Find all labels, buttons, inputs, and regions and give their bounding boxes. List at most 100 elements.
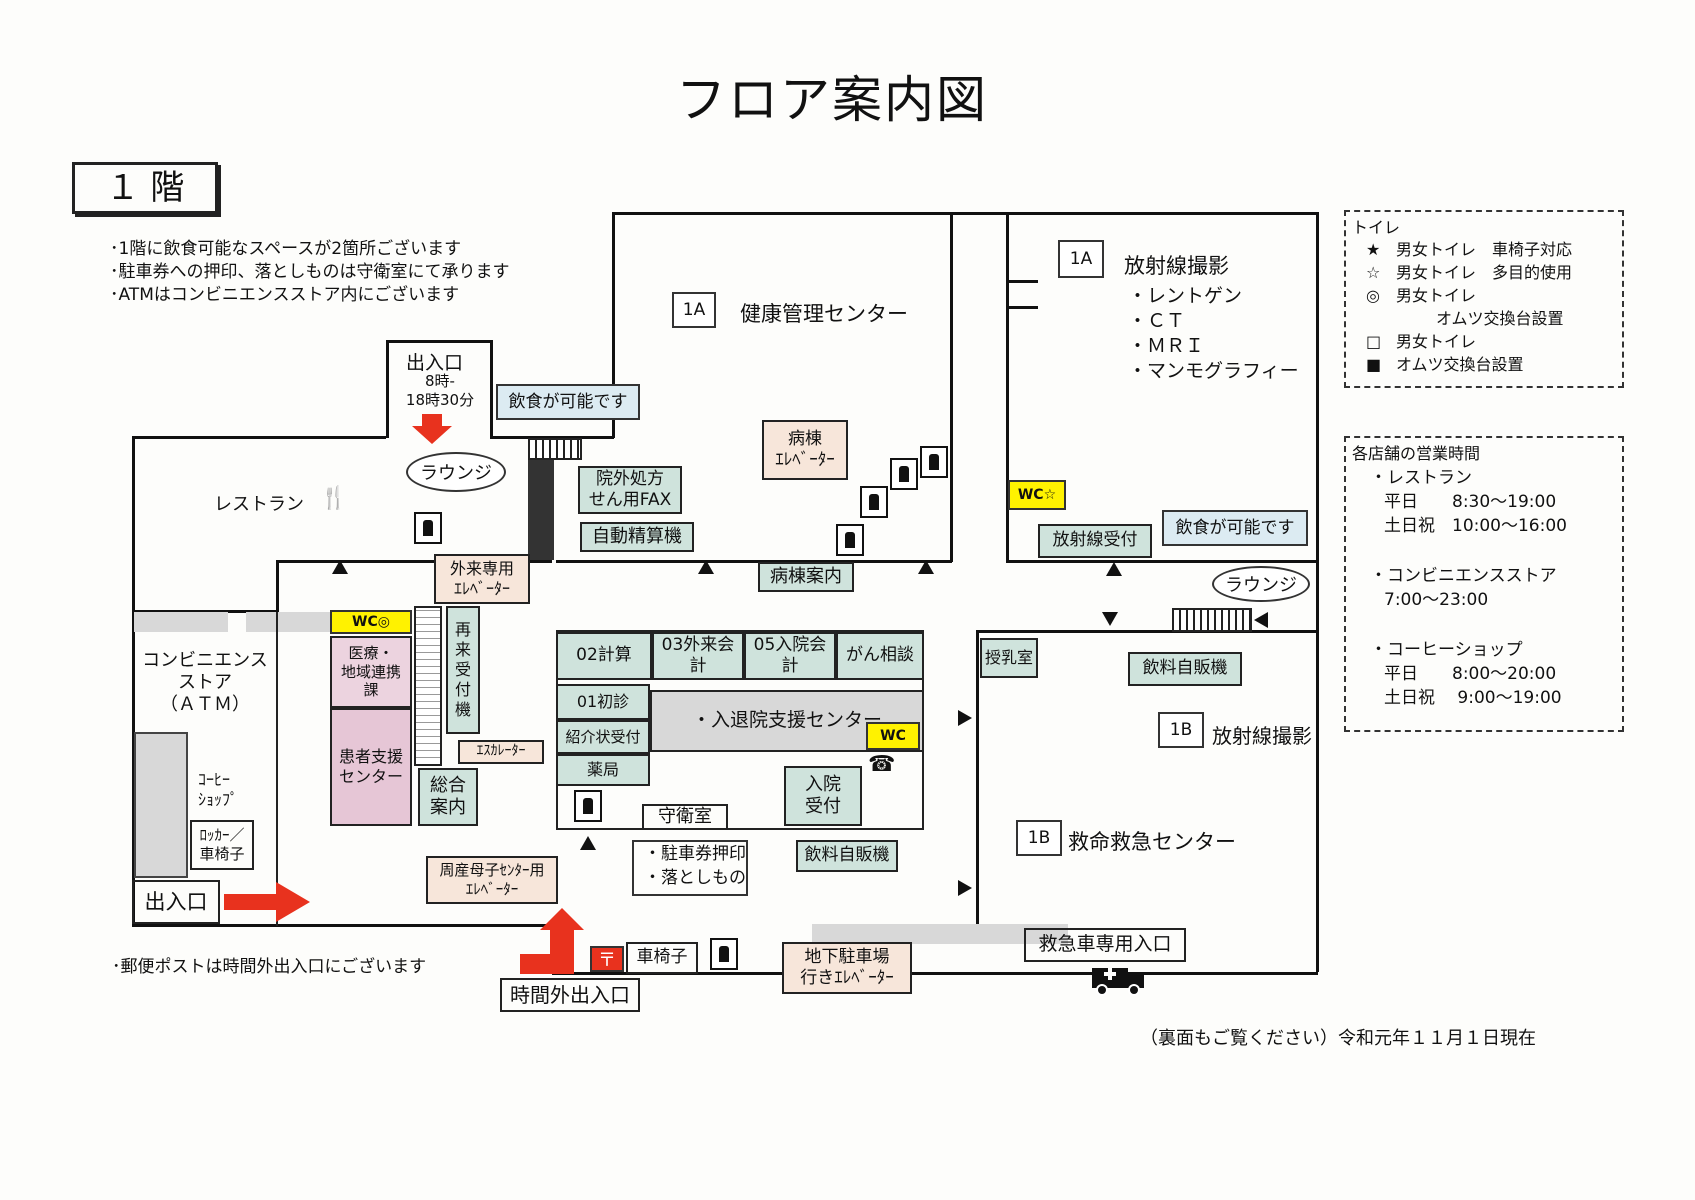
fork-knife-icon: 🍴 <box>320 486 348 511</box>
top-entrance-hours: 8時- 18時30分 <box>405 372 475 409</box>
notes: ･1階に飲食可能なスペースが2箇所ございます ･駐車券への押印、落としものは守衛… <box>110 238 510 307</box>
note-item: ･駐車券への押印、落としものは守衛室にて承ります <box>110 262 510 282</box>
radiology-1a-label: 放射線撮影 <box>1124 254 1229 278</box>
lounge-left: ラウンジ <box>406 452 506 492</box>
eating-ok-callout-right: 飲食が可能です <box>1162 510 1308 546</box>
referral-reception: 紹介状受付 <box>556 720 650 754</box>
legend-item: □男女トイレ <box>1366 332 1477 351</box>
ambulance-icon <box>1092 968 1144 996</box>
footer-note: （裏面もご覧ください）令和元年１１月１日現在 <box>1140 1028 1536 1049</box>
wc-multipurpose: WC☆ <box>1008 480 1066 510</box>
general-info: 総合 案内 <box>418 768 478 826</box>
radiology-reception: 放射線受付 <box>1038 524 1152 558</box>
wc-plain: WC <box>866 722 920 750</box>
restaurant-label: レストラン <box>214 494 304 515</box>
postbox-note: ･郵便ポストは時間外出入口にございます <box>112 957 427 977</box>
outside-rx-fax: 院外処方 せん用FAX <box>578 466 682 514</box>
after-hours-entrance: 時間外出入口 <box>500 978 640 1012</box>
star-outline-icon: ☆ <box>1366 263 1381 282</box>
radiology-item: ・ＭＲＩ <box>1128 335 1205 357</box>
escalator <box>414 606 442 766</box>
basement-elevator-icon <box>710 938 738 970</box>
coffee-weekend: 土日祝 9:00～19:00 <box>1384 688 1562 708</box>
patient-support-center: 患者支援 センター <box>330 708 412 826</box>
store-hours-title: 各店舗の営業時間 <box>1352 444 1481 463</box>
legend-item: ■オムツ交換台設置 <box>1366 355 1524 374</box>
arrow-right-icon <box>224 882 310 922</box>
radiology-1b-badge: 1B <box>1158 712 1204 748</box>
eating-ok-callout-left: 飲食が可能です <box>496 384 640 420</box>
radiology-item: ・マンモグラフィー <box>1128 360 1299 382</box>
ward-info: 病棟案内 <box>758 562 854 592</box>
ward-elevator-icon <box>836 524 864 556</box>
drink-vending-right: 飲料自販機 <box>1128 652 1242 686</box>
auto-payment-machine: 自動精算機 <box>580 522 694 552</box>
toilet-legend: トイレ ★男女トイレ 車椅子対応 ☆男女トイレ 多目的使用 ◎男女トイレ オムツ… <box>1344 210 1624 388</box>
maternity-elevator-label: 周産母子ｾﾝﾀｰ用 ｴﾚﾍﾞｰﾀｰ <box>426 856 558 904</box>
page-title: フロア案内図 <box>676 71 988 129</box>
counter-02-calc: 02計算 <box>556 632 652 680</box>
convenience-hours: 7:00～23:00 <box>1384 590 1489 610</box>
top-entrance-label: 出入口 <box>406 352 464 374</box>
locker-wheelchair: ﾛｯｶｰ／ 車椅子 <box>190 820 254 870</box>
left-entrance: 出入口 <box>132 880 220 924</box>
er-label: 救命救急センター <box>1068 830 1236 854</box>
lounge-right: ラウンジ <box>1212 566 1310 602</box>
counter-01-first-visit: 01初診 <box>556 684 650 720</box>
radiology-1a-badge: 1A <box>1058 240 1104 278</box>
counter-03-outpatient: 03外来会計 <box>652 632 744 680</box>
medical-liaison: 医療・ 地域連携 課 <box>330 636 412 708</box>
er-badge: 1B <box>1016 820 1062 856</box>
revisit-reception-machine: 再 来 受 付 機 <box>446 606 480 734</box>
restaurant-hours-name: ・レストラン <box>1370 468 1472 488</box>
wheelchair-spot: 車椅子 <box>626 942 698 974</box>
floor-badge-label: １ 階 <box>105 168 185 208</box>
convenience-store-label: コンビニエンス ストア （ＡＴＭ） <box>142 650 268 715</box>
nursing-room: 授乳室 <box>980 638 1038 678</box>
radiology-item: ・ＣＴ <box>1128 310 1186 332</box>
arrow-up-right-icon <box>520 908 584 974</box>
square-filled-icon: ■ <box>1366 355 1382 374</box>
star-filled-icon: ★ <box>1366 240 1381 259</box>
pharmacy: 薬局 <box>556 754 650 786</box>
radiology-1b-label: 放射線撮影 <box>1212 724 1312 748</box>
admission-support-center: ・入退院支援センター <box>650 690 924 752</box>
outpatient-elevator-icon <box>414 512 442 544</box>
coffee-shop-label: ｺｰﾋｰ ｼｮｯﾌﾟ <box>198 770 239 809</box>
maternity-elevator-icon <box>574 790 602 822</box>
double-circle-icon: ◎ <box>1366 286 1380 305</box>
note-item: ･ATMはコンビニエンスストア内にございます <box>110 285 460 305</box>
ambulance-entrance: 救急車専用入口 <box>1024 928 1186 962</box>
radiology-items: ・レントゲン ・ＣＴ ・ＭＲＩ ・マンモグラフィー <box>1128 284 1299 384</box>
convenience-hours-name: ・コンビニエンスストア <box>1370 566 1557 586</box>
telephone-icon: ☎ <box>868 752 896 777</box>
note-item: ･1階に飲食可能なスペースが2箇所ございます <box>110 239 462 259</box>
restaurant-weekday: 平日 8:30～19:00 <box>1384 492 1557 512</box>
stairs-left <box>528 438 582 460</box>
basement-parking-elevator-label: 地下駐車場 行きｴﾚﾍﾞｰﾀｰ <box>782 942 912 994</box>
coffee-weekday: 平日 8:00～20:00 <box>1384 664 1557 684</box>
stairs-right <box>1172 608 1252 632</box>
store-hours: 各店舗の営業時間 ・レストラン 平日 8:30～19:00 土日祝 10:00～… <box>1344 436 1624 732</box>
radiology-item: ・レントゲン <box>1128 285 1243 307</box>
guard-service-item: ・落としもの <box>644 868 746 888</box>
ward-elevator-icon <box>860 486 888 518</box>
health-center-badge: 1A <box>672 292 716 328</box>
admission-reception: 入院 受付 <box>784 766 862 826</box>
ward-elevator-label: 病棟 ｴﾚﾍﾞｰﾀｰ <box>762 420 848 480</box>
legend-item: ★男女トイレ 車椅子対応 <box>1366 240 1573 259</box>
toilet-legend-title: トイレ <box>1352 218 1401 237</box>
square-outline-icon: □ <box>1366 332 1382 351</box>
coffee-hours-name: ・コーヒーショップ <box>1370 640 1523 660</box>
restaurant-weekend: 土日祝 10:00～16:00 <box>1384 516 1567 536</box>
guard-room: 守衛室 <box>642 804 728 830</box>
floor-badge: １ 階 <box>72 162 218 214</box>
ward-elevator-icon <box>920 446 948 478</box>
legend-item: ☆男女トイレ 多目的使用 <box>1366 263 1573 282</box>
legend-item: ◎男女トイレ <box>1366 286 1477 305</box>
outpatient-elevator-label: 外来専用 ｴﾚﾍﾞｰﾀｰ <box>434 554 530 604</box>
wc-omutsu: WC◎ <box>330 610 412 634</box>
postbox-icon: 〒 <box>590 946 624 972</box>
escalator-label: ｴｽｶﾚｰﾀｰ <box>458 740 544 764</box>
drink-vending-center: 飲料自販機 <box>796 840 898 872</box>
